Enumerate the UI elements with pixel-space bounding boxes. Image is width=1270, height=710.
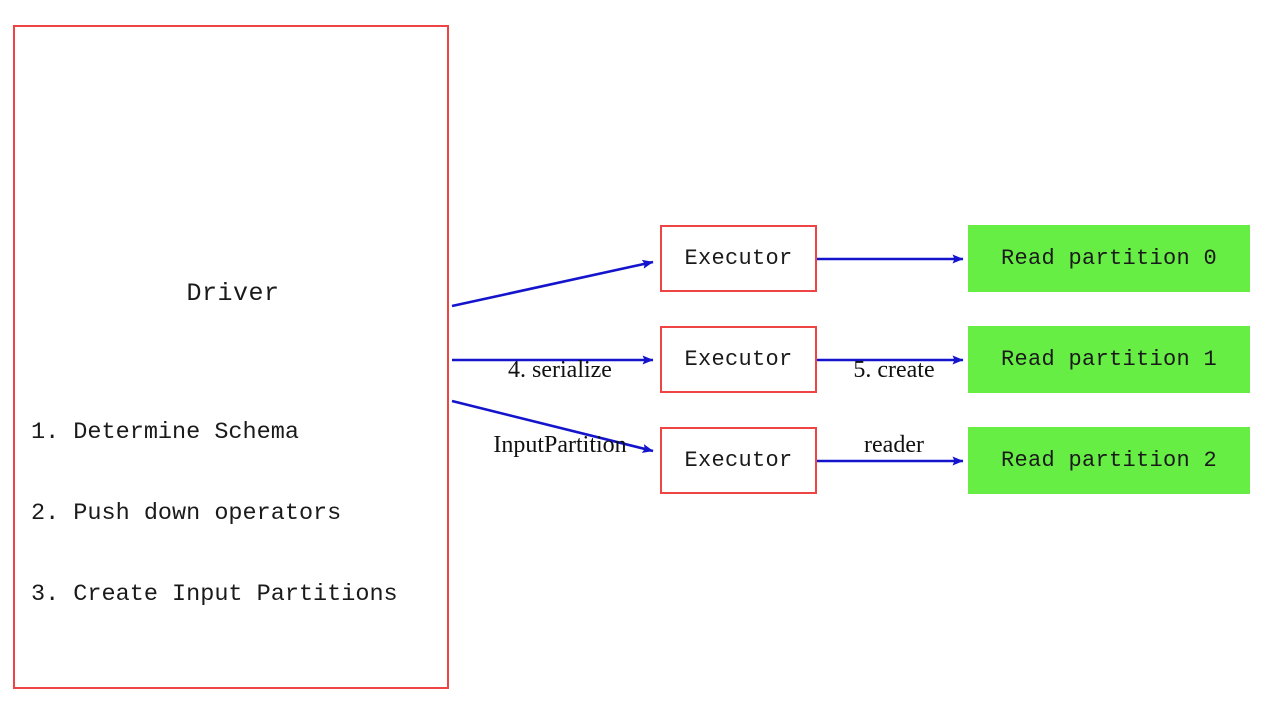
executor-label-3: Executor [684, 448, 793, 473]
partition-box-1: Read partition 1 [968, 326, 1250, 393]
driver-steps-list: 1. Determine Schema 2. Push down operato… [31, 365, 451, 662]
edge-label-create-reader: 5. create reader [833, 308, 955, 508]
partition-label-2: Read partition 2 [1000, 448, 1218, 473]
driver-box: Driver 1. Determine Schema 2. Push down … [13, 25, 449, 689]
partition-box-0: Read partition 0 [968, 225, 1250, 292]
partition-label-0: Read partition 0 [1000, 246, 1218, 271]
executor-label-1: Executor [684, 246, 793, 271]
arrow-driver-to-executor-1 [451, 259, 654, 308]
executor-label-2: Executor [684, 347, 793, 372]
partition-box-2: Read partition 2 [968, 427, 1250, 494]
edge-label-serialize-line-2: InputPartition [493, 432, 627, 458]
driver-title: Driver [186, 279, 280, 308]
executor-box-2: Executor [660, 326, 817, 393]
edge-label-serialize: 4. serialize InputPartition [470, 308, 650, 508]
edge-label-serialize-line-1: 4. serialize [508, 357, 612, 383]
partition-label-1: Read partition 1 [1000, 347, 1218, 372]
driver-step-1: 1. Determine Schema [31, 419, 299, 446]
executor-box-1: Executor [660, 225, 817, 292]
driver-step-2: 2. Push down operators [31, 500, 342, 527]
edge-label-create-reader-line-2: reader [864, 432, 924, 458]
edge-label-create-reader-line-1: 5. create [853, 357, 935, 383]
driver-step-3: 3. Create Input Partitions [31, 581, 398, 608]
executor-box-3: Executor [660, 427, 817, 494]
